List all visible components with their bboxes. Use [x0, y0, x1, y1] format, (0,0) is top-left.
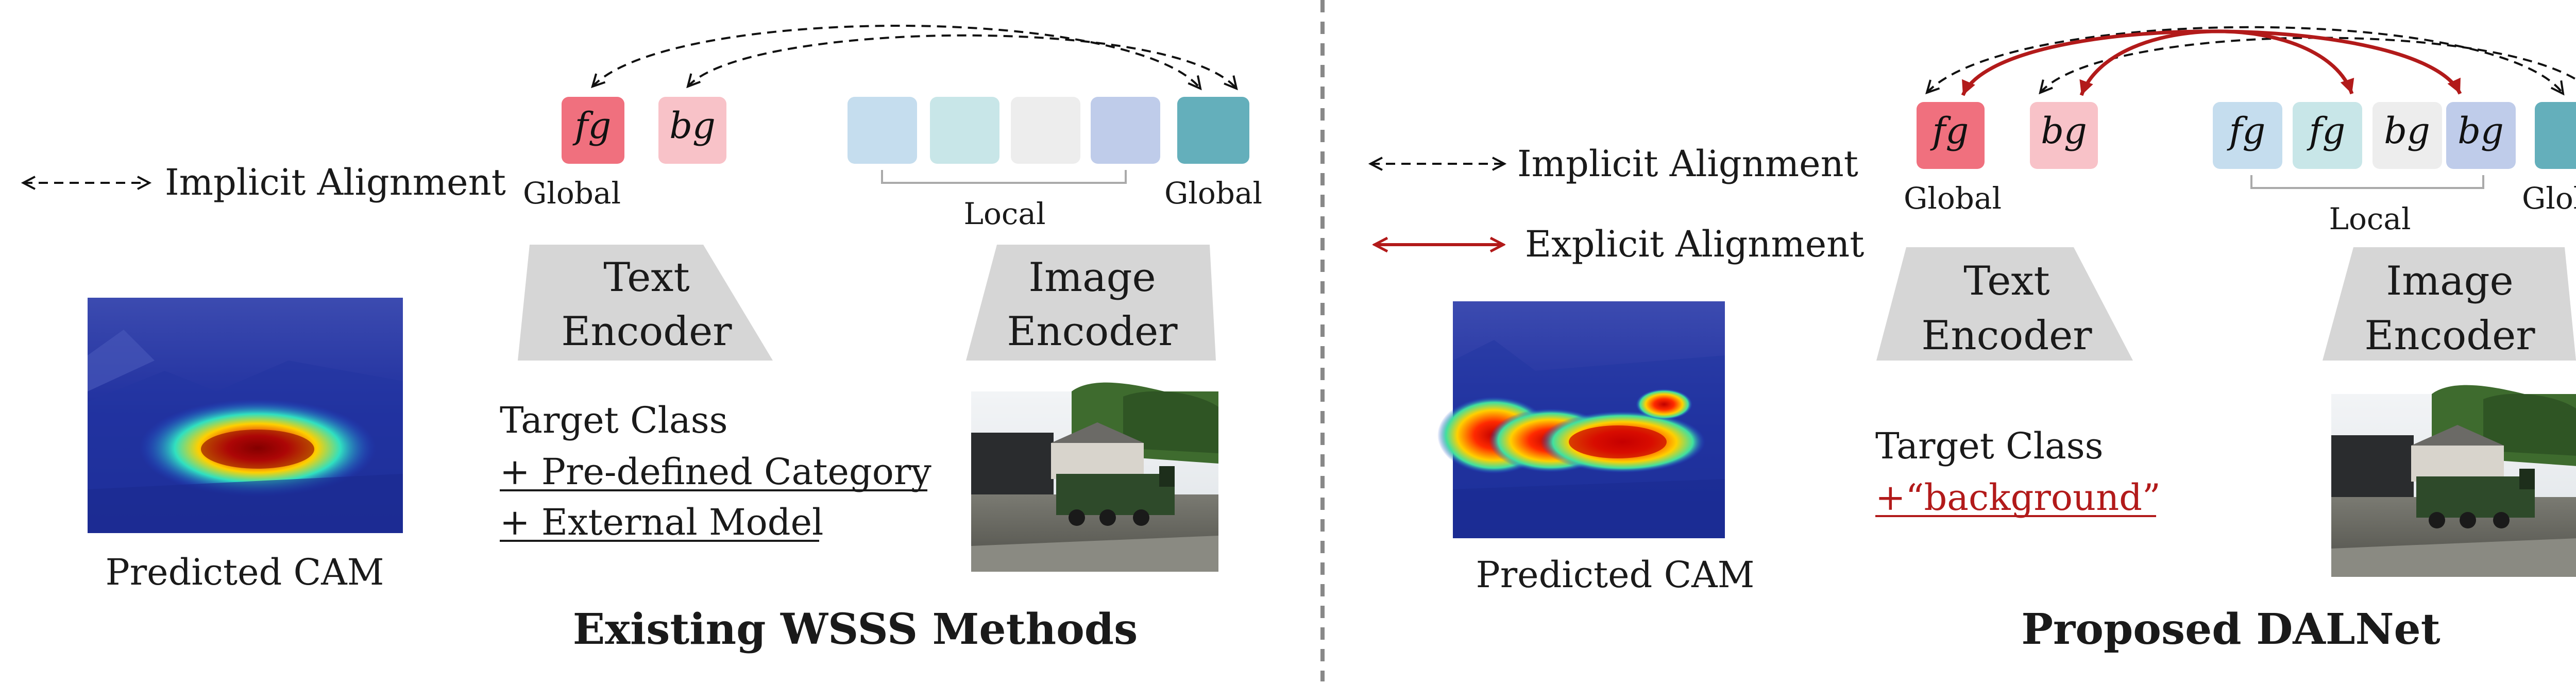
cam-caption: Predicted CAM	[106, 551, 384, 593]
implicit-arc-bg	[688, 34, 1236, 89]
fg-token-label: fg	[1930, 110, 1969, 152]
implicit-legend-label: Implicit Alignment	[165, 161, 506, 203]
text-global-label: Global	[1904, 181, 2002, 216]
prompt-predefined-category: + Pre-defined Category	[500, 451, 931, 493]
local-token-3	[2372, 102, 2442, 169]
local-token-4-label: bg	[2458, 110, 2504, 152]
explicit-legend-label: Explicit Alignment	[1525, 223, 1864, 265]
local-token-4	[1091, 97, 1160, 164]
image-encoder-line-2: Encoder	[1007, 309, 1178, 355]
right-panel: Implicit Alignment Explicit Alignment fg…	[1370, 26, 2576, 654]
bg-global-token	[2030, 102, 2098, 169]
local-label: Local	[963, 196, 1045, 231]
image-global-label: Global	[1164, 176, 1262, 211]
implicit-arc-fg	[592, 25, 1200, 89]
local-token-3-label: bg	[2384, 110, 2430, 152]
image-encoder	[966, 245, 1216, 361]
text-encoder	[518, 245, 773, 361]
implicit-legend-label: Implicit Alignment	[1517, 143, 1858, 185]
prompt-target-class: Target Class	[500, 399, 728, 441]
image-encoder	[2323, 247, 2576, 361]
image-global-token	[1177, 97, 1249, 164]
local-label: Local	[2329, 201, 2411, 236]
section-title: Proposed DALNet	[2021, 605, 2440, 654]
fg-token-label: fg	[572, 105, 612, 147]
local-token-2-label: fg	[2307, 110, 2346, 152]
prompt-background: +“background”	[1875, 476, 2161, 519]
predicted-cam-image	[88, 298, 403, 533]
section-title: Existing WSSS Methods	[573, 605, 1138, 654]
explicit-arc-bg	[2079, 29, 2354, 96]
implicit-arc-bg	[2040, 37, 2576, 94]
image-global-token	[2535, 102, 2576, 169]
local-token-4	[2446, 102, 2516, 169]
explicit-arc-fg	[1961, 29, 2462, 96]
input-photo	[971, 382, 1218, 572]
prompt-external-model: + External Model	[500, 501, 823, 543]
input-photo	[2331, 385, 2576, 577]
predicted-cam-image	[1437, 301, 1725, 538]
local-token-1-label: fg	[2227, 110, 2266, 152]
image-global-label: Global	[2522, 181, 2576, 216]
bg-global-token	[658, 97, 726, 164]
local-bracket	[2250, 175, 2484, 189]
text-encoder-line-2: Encoder	[1921, 313, 2092, 359]
left-panel: Implicit Alignment fg bg Global Local Gl…	[23, 25, 1262, 654]
text-global-label: Global	[523, 176, 621, 211]
implicit-arc-fg	[1927, 26, 2563, 94]
image-encoder-line-1: Image	[1028, 254, 1156, 301]
local-token-1	[2213, 102, 2282, 169]
bg-token-label: bg	[2041, 110, 2087, 152]
text-encoder-line-1: Text	[603, 254, 689, 301]
image-encoder-line-1: Image	[2386, 258, 2513, 304]
local-bracket	[881, 170, 1127, 184]
local-token-2	[2293, 102, 2362, 169]
local-token-1	[848, 97, 917, 164]
local-token-3	[1011, 97, 1080, 164]
fg-global-token	[1917, 102, 1985, 169]
text-encoder-line-1: Text	[1963, 258, 2049, 304]
local-token-2	[930, 97, 999, 164]
image-encoder-line-2: Encoder	[2364, 313, 2535, 359]
cam-caption: Predicted CAM	[1476, 554, 1755, 596]
text-encoder-line-2: Encoder	[561, 309, 732, 355]
prompt-target-class: Target Class	[1875, 425, 2104, 467]
fg-global-token	[562, 97, 624, 164]
text-encoder	[1876, 247, 2133, 361]
bg-token-label: bg	[669, 105, 716, 147]
